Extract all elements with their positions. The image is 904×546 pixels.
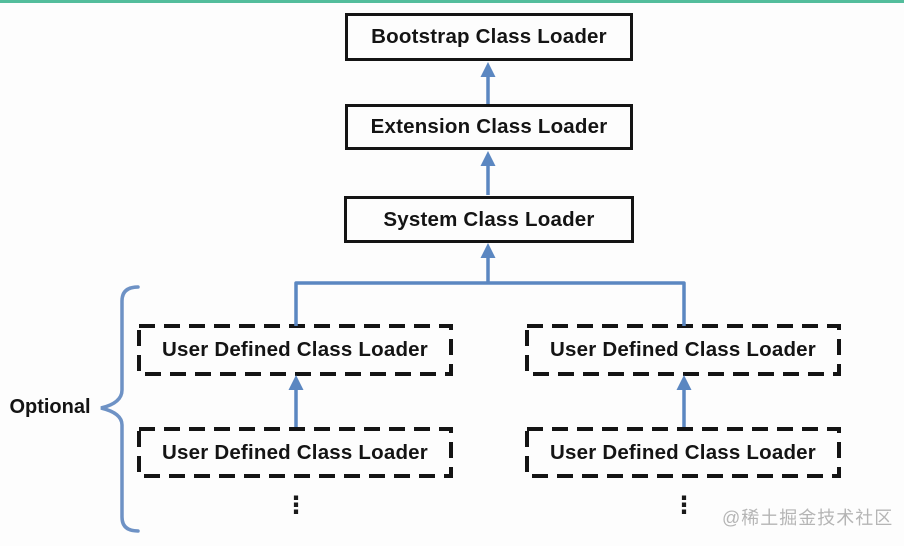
ellipsis-right: ⋮ — [672, 492, 696, 519]
node-user-defined-class-loader-left-bottom: User Defined Class Loader — [162, 440, 428, 464]
node-user-defined-class-loader-right-top: User Defined Class Loader — [550, 338, 816, 361]
node-user-defined-class-loader-left-top: User Defined Class Loader — [162, 338, 428, 361]
connector-lines — [294, 75, 686, 427]
arrowhead-user-right — [676, 375, 692, 390]
arrowhead-user-left — [288, 375, 304, 390]
node-bootstrap-class-loader: Bootstrap Class Loader — [345, 13, 633, 61]
arrowhead-system — [480, 243, 496, 258]
arrow-heads — [288, 62, 692, 390]
optional-brace — [100, 285, 140, 533]
user-left-bottom-border — [137, 427, 453, 478]
arrowhead-bootstrap — [480, 62, 496, 77]
node-extension-class-loader: Extension Class Loader — [345, 104, 633, 150]
ellipsis-left: ⋮ — [284, 492, 308, 519]
node-system-class-loader: System Class Loader — [344, 196, 634, 243]
watermark-text: @稀土掘金技术社区 — [722, 508, 894, 528]
node-user-defined-class-loader-right-bottom: User Defined Class Loader — [550, 440, 816, 464]
optional-label: Optional — [9, 396, 91, 418]
branch-connector — [294, 281, 686, 326]
user-right-bottom-border — [525, 427, 841, 478]
top-accent-strip — [0, 0, 904, 3]
arrowhead-extension — [480, 151, 496, 166]
